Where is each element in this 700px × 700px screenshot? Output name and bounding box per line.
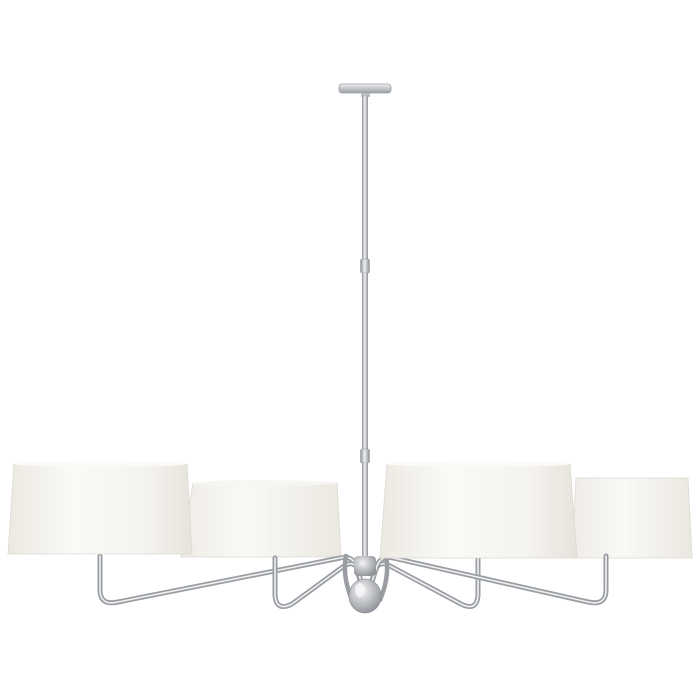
center-hub — [348, 556, 382, 614]
downrod — [360, 96, 370, 558]
lamp-shade-far-right — [571, 477, 693, 559]
lamp-shade-inner-left — [180, 480, 342, 558]
lamp-shade-far-left — [7, 461, 193, 555]
lamp-shade-inner-right — [379, 461, 578, 559]
ceiling-canopy — [338, 83, 392, 97]
